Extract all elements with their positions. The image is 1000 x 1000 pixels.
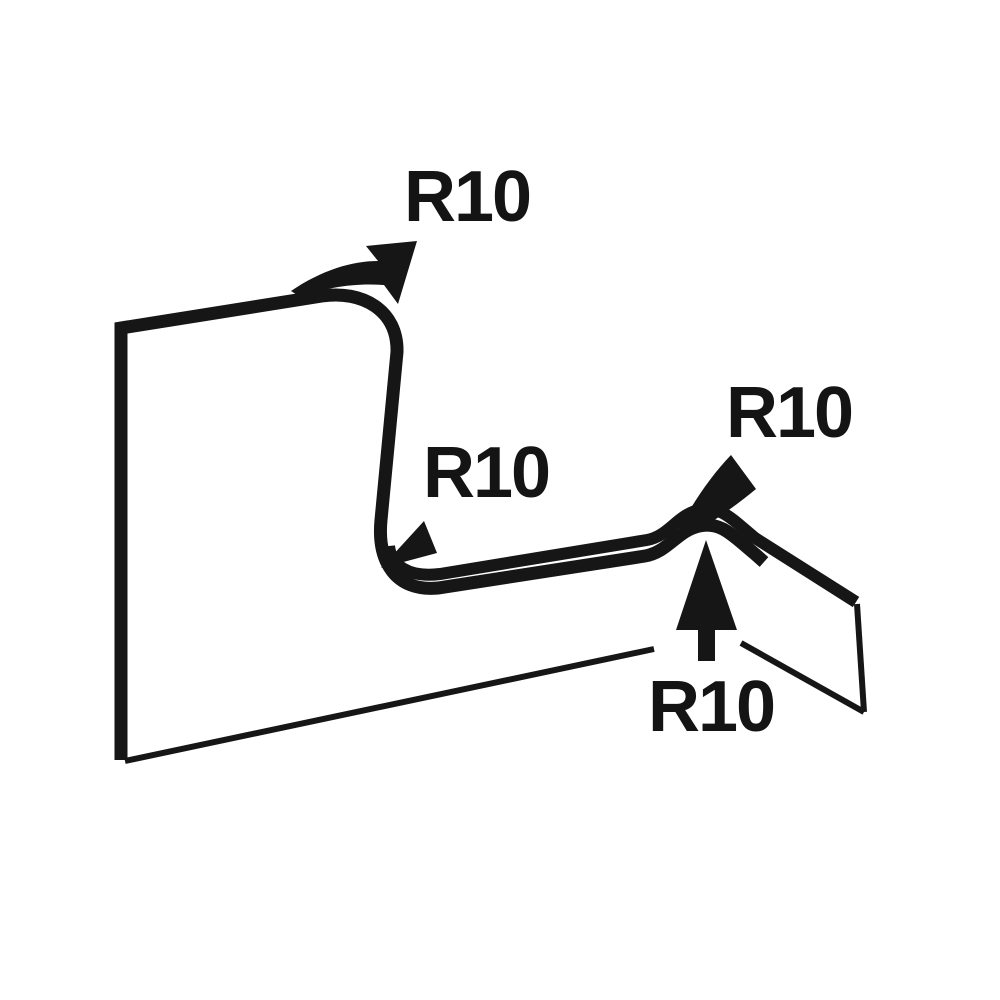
right-flange-end-edge-line [854, 603, 867, 713]
part-bottom-edge-line [124, 646, 655, 764]
radius-arrow-bottom [676, 540, 737, 661]
radius-arrow-middle [381, 521, 437, 568]
radius-label-upper-right: R10 [725, 373, 854, 453]
radius-arrow-top [291, 241, 417, 304]
radius-label-middle: R10 [422, 433, 551, 513]
radius-arrow-upper-right [668, 455, 756, 548]
radius-label-bottom: R10 [647, 667, 776, 747]
right-flange-bottom-edge-line [739, 640, 866, 715]
radius-label-top: R10 [403, 157, 532, 237]
part-inner-profile-line [383, 503, 860, 608]
part-outer-profile-line [114, 288, 769, 760]
